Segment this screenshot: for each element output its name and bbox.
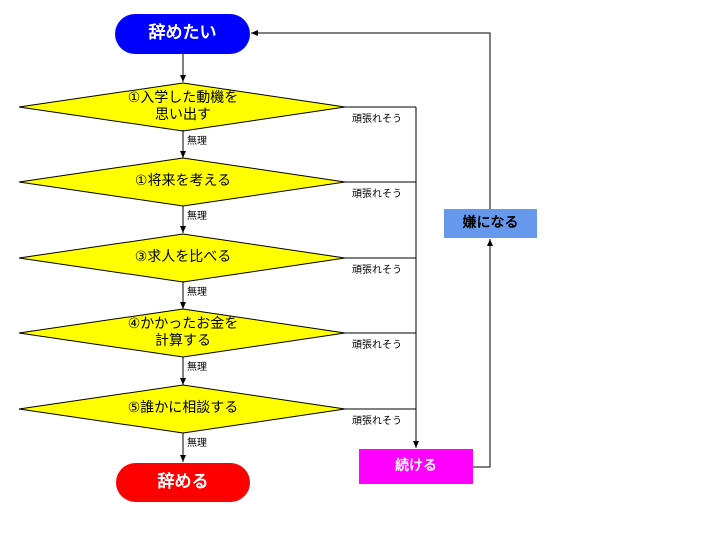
start-terminal xyxy=(115,14,250,54)
no-label: 無理 xyxy=(187,136,207,147)
decision-label: ⑤誰かに相談する xyxy=(83,387,283,431)
continue-box xyxy=(359,449,473,484)
decision-label-line1: ③求人を比べる xyxy=(134,249,232,266)
decision-label: ①将来を考える xyxy=(83,160,283,204)
end-terminal xyxy=(116,463,250,502)
decision-label-line2: 計算する xyxy=(155,333,211,349)
no-label: 無理 xyxy=(187,362,207,373)
decision-label-line1: ④かかったお金を xyxy=(127,315,239,332)
decision-label-line2: 思い出す xyxy=(155,107,211,123)
yes-label: 頑張れそう xyxy=(352,416,402,427)
decision-label-line1: ⑤誰かに相談する xyxy=(127,400,239,417)
decision-label-line1: ①入学した動機を xyxy=(127,89,239,106)
yes-label: 頑張れそう xyxy=(352,114,402,125)
arrow-dislike-to-start xyxy=(251,30,491,209)
start-label: 辞めたい xyxy=(148,23,217,44)
decision-label-line1: ①将来を考える xyxy=(134,173,232,190)
no-label: 無理 xyxy=(187,211,207,222)
no-label: 無理 xyxy=(187,438,207,449)
decision-label: ④かかったお金を計算する xyxy=(83,311,283,355)
end-label: 辞める xyxy=(157,471,209,492)
yes-label: 頑張れそう xyxy=(352,340,402,351)
dislike-box xyxy=(444,209,537,238)
decision-label: ①入学した動機を思い出す xyxy=(83,85,283,129)
continue-label: 続ける xyxy=(395,457,437,474)
no-label: 無理 xyxy=(187,287,207,298)
yes-label: 頑張れそう xyxy=(352,189,402,200)
decision-label: ③求人を比べる xyxy=(83,236,283,280)
dislike-label: 嫌になる xyxy=(462,214,519,231)
yes-label: 頑張れそう xyxy=(352,265,402,276)
arrow-continue-to-dislike xyxy=(473,239,493,468)
